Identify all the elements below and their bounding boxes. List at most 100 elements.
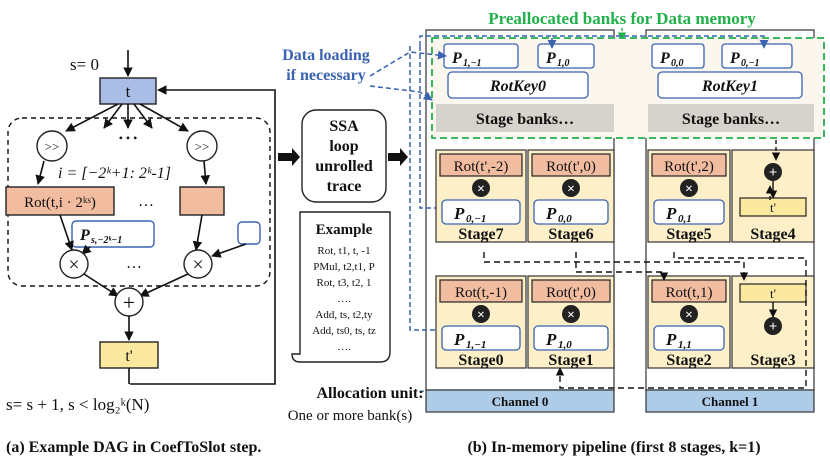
param-p: P — [79, 227, 90, 244]
allocation-title: Allocation unit: — [316, 385, 423, 402]
ch0-stage-banks — [436, 104, 614, 132]
shift-node-left — [36, 130, 68, 162]
ssa-line-2: unrolled — [315, 158, 373, 175]
stage2-param-box — [653, 325, 725, 351]
param-p-sub: s,−2ᵏ−1 — [90, 235, 122, 246]
example-line-6: …. — [337, 341, 351, 353]
dots-low: … — [126, 255, 142, 272]
ch1-prealloc-p1 — [651, 43, 705, 69]
flow-stage6-stage2 — [575, 252, 669, 281]
param-box — [71, 220, 155, 248]
ch0-prealloc-p1-label: P — [451, 50, 462, 67]
data-loading-line-0: Data loading — [282, 47, 370, 64]
stage2-multiply-label: × — [685, 308, 693, 323]
stage6-rot-box — [531, 153, 611, 177]
example-line-0: Rot, t1, t, -1 — [317, 245, 370, 257]
data-loading-arrow-5 — [419, 35, 557, 49]
flow-loop-bottom — [555, 252, 807, 389]
ch0-rotkey-label: RotKey0 — [489, 78, 546, 95]
stage3-add-label: + — [769, 319, 778, 335]
example-line-1: PMul, t2,t1, P — [313, 261, 374, 273]
output-node — [99, 341, 159, 369]
allocation-sub: One or more bank(s) — [288, 408, 413, 424]
shift-label-left: >> — [45, 139, 60, 154]
loop-body-box — [7, 117, 271, 287]
data-loading-arrow-4 — [409, 46, 447, 335]
stage1-multiply-node — [562, 305, 580, 323]
stage7-param-sub: 0,−1 — [466, 213, 486, 225]
stage6-param-sub: 0,0 — [558, 213, 572, 225]
stage5-param-label: P — [665, 204, 677, 223]
ch1-prealloc-p1-label: P — [659, 50, 670, 67]
stage7-rot-label: Rot(t',-2) — [454, 159, 509, 175]
multiply-node-right — [183, 249, 213, 279]
stage2-label: Stage2 — [666, 352, 711, 369]
example-line-4: Add, ts, t2,ty — [315, 309, 373, 321]
multiply-node-left — [59, 249, 89, 279]
param-box-right — [237, 221, 261, 245]
stage2-multiply-node — [680, 305, 698, 323]
stage4-label: Stage4 — [750, 226, 795, 243]
stage4-output-label: t' — [770, 200, 776, 215]
middle-panel: SSA loop unrolled trace Example Rot, t1,… — [278, 109, 441, 424]
channel1-label: Channel 1 — [702, 394, 759, 409]
stage3-output-label: t' — [770, 286, 776, 301]
stage3-add-node — [764, 317, 782, 335]
stage6-param-label: P — [545, 204, 557, 223]
stage6-label: Stage6 — [548, 226, 593, 243]
stage6-rot-label: Rot(t',0) — [546, 159, 596, 175]
example-line-3: …. — [337, 293, 351, 305]
flow-stage7-stage3 — [483, 252, 749, 281]
stage3-label: Stage3 — [750, 352, 795, 369]
example-title: Example — [316, 222, 373, 238]
example-scroll — [291, 211, 391, 363]
dag-panel: s= 0 t • • • >> >> i = [−2ᵏ+1: 2ᵏ-1] Rot… — [5, 50, 276, 456]
ch1-prealloc-p2-sub: 0,−1 — [741, 58, 760, 69]
stage2-param-label: P — [665, 330, 677, 349]
stage5-multiply-label: × — [685, 182, 693, 197]
multiply-label-right: × — [192, 254, 203, 276]
ch1-prealloc-p2 — [721, 43, 793, 69]
stage2-param-sub: 1,1 — [678, 339, 692, 351]
stage1-param-sub: 1,0 — [558, 339, 572, 351]
arrow-right-1 — [278, 148, 300, 166]
channel0-bar — [425, 389, 615, 413]
ch0-prealloc-p2-sub: 1,0 — [557, 58, 570, 69]
multiply-label-left: × — [68, 254, 79, 276]
ch0-prealloc-p1-sub: 1,−1 — [463, 58, 482, 69]
stage7-rot-box — [439, 153, 523, 177]
stage7-label: Stage7 — [458, 226, 503, 243]
stage6-multiply-label: × — [567, 182, 575, 197]
rot-label: Rot(t,i · 2ᵏˢ) — [24, 195, 96, 211]
stage0-rot-label: Rot(t,-1) — [455, 285, 507, 301]
output-label: t' — [125, 348, 132, 365]
stage6-multiply-node — [562, 179, 580, 197]
ssa-line-1: loop — [329, 138, 358, 155]
stage7-multiply-node — [472, 179, 490, 197]
data-loading-arrow-2 — [369, 85, 433, 101]
pipeline-panel: Preallocated banks for Data memory Data … — [282, 9, 825, 456]
ch1-stage-banks-label: Stage banks… — [682, 111, 780, 128]
i-range-label: i = [−2ᵏ+1: 2ᵏ-1] — [58, 165, 171, 182]
stage4-add-label: + — [769, 165, 778, 181]
data-loading-line-1: if necessary — [286, 67, 366, 84]
shift-node-right — [186, 130, 218, 162]
ch1-prealloc-p2-label: P — [729, 50, 740, 67]
stage0-label: Stage0 — [458, 352, 503, 369]
stage7-multiply-label: × — [477, 182, 485, 197]
stage0-param-label: P — [453, 330, 465, 349]
stage2-rot-label: Rot(t,1) — [665, 285, 712, 301]
plus-label: + — [123, 290, 135, 315]
stage0-multiply-label: × — [477, 308, 485, 323]
ch1-rotkey-label: RotKey1 — [701, 78, 758, 95]
stage5-rot-label: Rot(t',2) — [664, 159, 714, 175]
stage1-multiply-label: × — [567, 308, 575, 323]
dots-top: • • • — [119, 131, 138, 145]
stage1-param-box — [533, 325, 609, 351]
stage5-param-box — [653, 199, 725, 225]
stage4-add-node — [764, 163, 782, 181]
ch1-stage-banks — [648, 104, 814, 132]
rot-box-right — [179, 186, 225, 216]
stage7-param-box — [441, 199, 521, 225]
